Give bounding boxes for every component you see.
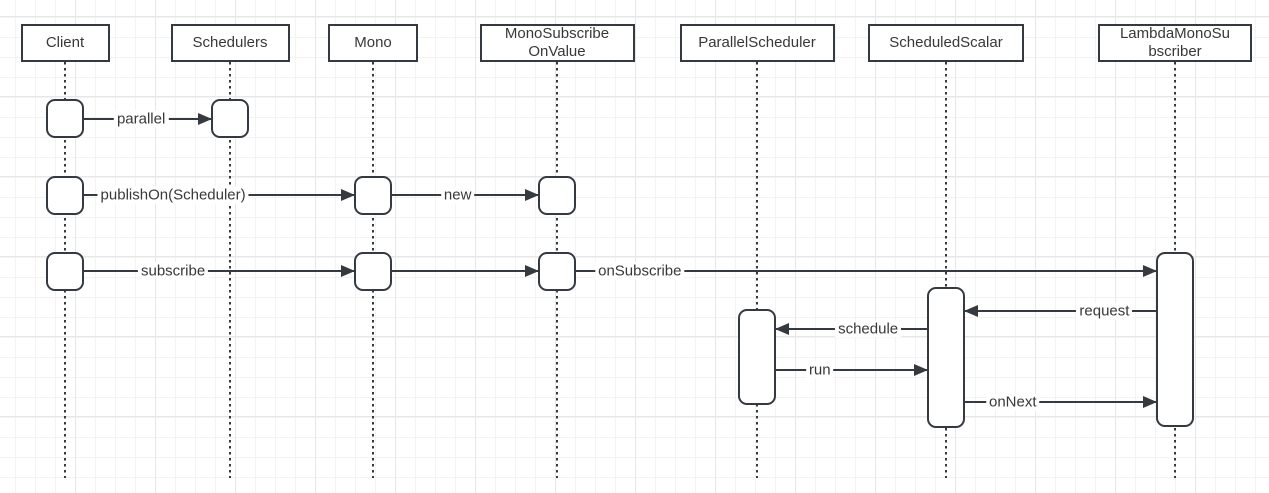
- arrowhead-right-icon: [1143, 265, 1157, 277]
- message-label: schedule: [835, 320, 902, 338]
- arrowhead-right-icon: [525, 189, 539, 201]
- message-line: [392, 270, 538, 272]
- activation-scheduledScalar-9[interactable]: [927, 287, 965, 428]
- message-line: [84, 270, 354, 272]
- participant-mono[interactable]: Mono: [328, 24, 418, 62]
- message-label: onSubscribe: [595, 262, 685, 280]
- participant-label-parallelScheduler: ParallelScheduler: [698, 34, 816, 51]
- arrowhead-right-icon: [1143, 396, 1157, 408]
- participant-label-mono: Mono: [354, 34, 392, 51]
- message-label: onNext: [985, 393, 1040, 411]
- activation-client-5[interactable]: [46, 252, 84, 291]
- activation-mono-3[interactable]: [354, 176, 392, 215]
- message-line: [576, 270, 1156, 272]
- message-label: request: [1076, 302, 1133, 320]
- message-label: publishOn(Scheduler): [97, 186, 249, 204]
- activation-mono-6[interactable]: [354, 252, 392, 291]
- message-line: [776, 369, 927, 371]
- participant-scheduledScalar[interactable]: ScheduledScalar: [868, 24, 1024, 62]
- activation-schedulers-1[interactable]: [211, 99, 249, 138]
- arrowhead-right-icon: [525, 265, 539, 277]
- participant-label-client: Client: [45, 34, 85, 51]
- message-line: [965, 310, 1156, 312]
- arrowhead-right-icon: [341, 189, 355, 201]
- arrowhead-left-icon: [775, 323, 789, 335]
- arrowhead-right-icon: [914, 364, 928, 376]
- activation-client-2[interactable]: [46, 176, 84, 215]
- participant-monoSubscribeOnValue[interactable]: MonoSubscribe OnValue: [479, 24, 635, 62]
- message-label: subscribe: [137, 262, 209, 280]
- participant-client[interactable]: Client: [20, 24, 110, 62]
- activation-parallelScheduler-8[interactable]: [738, 309, 776, 405]
- message-label: new: [440, 186, 475, 204]
- participant-label-lambdaMonoSubscriber: LambdaMonoSu bscriber: [1119, 25, 1231, 60]
- message-label: run: [805, 361, 834, 379]
- message-label: parallel: [113, 110, 169, 128]
- activation-monoSubscribeOnValue-4[interactable]: [538, 176, 576, 215]
- arrowhead-right-icon: [341, 265, 355, 277]
- participant-label-schedulers: Schedulers: [192, 34, 268, 51]
- arrowhead-left-icon: [964, 305, 978, 317]
- participant-lambdaMonoSubscriber[interactable]: LambdaMonoSu bscriber: [1098, 24, 1252, 62]
- participant-label-monoSubscribeOnValue: MonoSubscribe OnValue: [504, 25, 610, 60]
- activation-client-0[interactable]: [46, 99, 84, 138]
- participant-parallelScheduler[interactable]: ParallelScheduler: [679, 24, 835, 62]
- participant-label-scheduledScalar: ScheduledScalar: [889, 34, 1003, 51]
- activation-lambdaMonoSubscriber-10[interactable]: [1156, 252, 1194, 427]
- activation-monoSubscribeOnValue-7[interactable]: [538, 252, 576, 291]
- arrowhead-right-icon: [198, 113, 212, 125]
- message-line: [965, 401, 1156, 403]
- participant-schedulers[interactable]: Schedulers: [170, 24, 290, 62]
